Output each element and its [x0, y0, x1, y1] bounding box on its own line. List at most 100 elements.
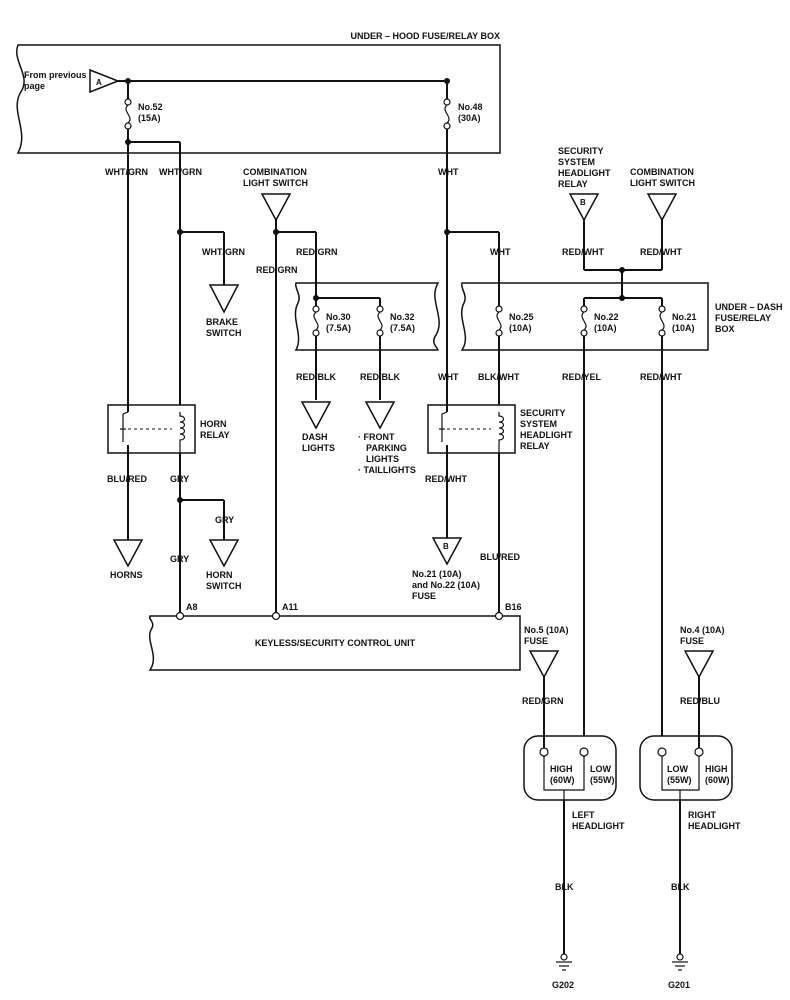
no5-fuse-icon — [528, 650, 560, 679]
control-unit-label: KEYLESS/SECURITY CONTROL UNIT — [255, 638, 416, 648]
horns-label: HORNS — [110, 570, 143, 580]
underdash-fuse-box: UNDER – DASH FUSE/RELAY BOX — [460, 282, 783, 351]
wire-red-blk-dash: RED/BLK — [296, 372, 336, 382]
connector-a-label: A — [96, 78, 102, 87]
wire-red-blk-parking: RED/BLK — [360, 372, 400, 382]
fuse-52-rating: (15A) — [138, 113, 161, 123]
fuse-note-b-label-3: FUSE — [412, 591, 436, 601]
wire-gry-3: GRY — [170, 554, 189, 564]
no4-fuse-icon — [683, 650, 715, 679]
from-previous-label-2: page — [24, 81, 45, 91]
security-relay-top-label: SECURITY — [558, 146, 604, 156]
wire-wht-grn-1: WHT/GRN — [105, 167, 148, 177]
wire-red-wht-switch: RED/WHT — [640, 247, 682, 257]
horn-relay-label: HORN — [200, 419, 227, 429]
wire-red-wht-relay: RED/WHT — [562, 247, 604, 257]
fuse-22-rating: (10A) — [594, 323, 617, 333]
pin-b16: B16 — [505, 602, 522, 612]
ground-g201-label: G201 — [668, 980, 690, 990]
combo-switch-icon — [260, 193, 292, 222]
security-relay-top-label-3: HEADLIGHT — [558, 168, 611, 178]
security-headlight-relay: SECURITY SYSTEM HEADLIGHT RELAY — [427, 404, 573, 454]
wire-red-grn-fuses: RED/GRN — [296, 247, 338, 257]
horn-relay-label-2: RELAY — [200, 430, 230, 440]
wire-red-grn-headlight: RED/GRN — [522, 696, 564, 706]
left-headlight-label-2: HEADLIGHT — [572, 821, 625, 831]
security-relay-mid-label-4: RELAY — [520, 441, 550, 451]
front-parking-icon — [364, 401, 396, 430]
wire-wht-48: WHT — [438, 167, 459, 177]
brake-switch-icon — [208, 284, 240, 314]
security-relay-mid-label-2: SYSTEM — [520, 419, 557, 429]
wire-blu-red-horn: BLU/RED — [107, 474, 147, 484]
horn-switch-label: HORN — [206, 570, 233, 580]
pin-a11: A11 — [282, 602, 298, 612]
combo-switch-right-label: COMBINATION — [630, 167, 694, 177]
dash-lights-label: DASH — [302, 432, 328, 442]
combo-switch-label-2: LIGHT SWITCH — [243, 178, 308, 188]
security-relay-top-label-4: RELAY — [558, 179, 588, 189]
right-high-rating: (60W) — [705, 775, 730, 785]
fuse-32-rating: (7.5A) — [390, 323, 415, 333]
underdash-box-label-3: BOX — [715, 324, 735, 334]
wire-red-yel: RED/YEL — [562, 372, 602, 382]
brake-switch-label-2: SWITCH — [206, 328, 242, 338]
security-relay-mid-label: SECURITY — [520, 408, 566, 418]
front-parking-label-3: LIGHTS — [366, 454, 399, 464]
connector-b-top-label: B — [580, 198, 586, 207]
connector-b-bottom-label: B — [443, 542, 449, 551]
horn-switch-icon — [208, 539, 240, 568]
left-high-rating: (60W) — [550, 775, 575, 785]
fuse-30-rating: (7.5A) — [326, 323, 351, 333]
horns-icon — [112, 539, 144, 568]
wire-blu-red-b16: BLU/RED — [480, 552, 520, 562]
front-parking-label-4: · TAILLIGHTS — [358, 465, 416, 475]
wire-gry-2: GRY — [215, 515, 234, 525]
ground-g201-icon — [672, 953, 688, 971]
underhood-box-label: UNDER – HOOD FUSE/RELAY BOX — [350, 31, 500, 41]
ground-g202-icon — [556, 953, 572, 971]
fuse-32-label: No.32 — [390, 312, 415, 322]
fuse-25-rating: (10A) — [509, 323, 532, 333]
fuse-25-label: No.25 — [509, 312, 534, 322]
wire-blk-wht: BLK/WHT — [478, 372, 520, 382]
wire-wht-relay: WHT — [438, 372, 459, 382]
left-low-rating: (55W) — [590, 775, 615, 785]
underdash-box-label: UNDER – DASH — [715, 302, 783, 312]
from-previous-label: From previous — [24, 70, 87, 80]
right-headlight-label: RIGHT — [688, 810, 717, 820]
connector-b-top-icon — [568, 193, 600, 222]
wire-gry-1: GRY — [170, 474, 189, 484]
fuse-21-rating: (10A) — [672, 323, 695, 333]
wire-wht-grn-2: WHT/GRN — [159, 167, 202, 177]
brake-switch-label: BRAKE — [206, 317, 238, 327]
wire-red-wht-right: RED/WHT — [640, 372, 682, 382]
front-parking-label: · FRONT — [358, 432, 395, 442]
ground-g202-label: G202 — [552, 980, 574, 990]
fuse-30-label: No.30 — [326, 312, 351, 322]
underdash-box-label-2: FUSE/RELAY — [715, 313, 771, 323]
security-relay-mid-label-3: HEADLIGHT — [520, 430, 573, 440]
no5-fuse-label-2: FUSE — [524, 636, 548, 646]
wire-red-blu: RED/BLU — [680, 696, 720, 706]
combo-switch-right-label-2: LIGHT SWITCH — [630, 178, 695, 188]
no5-fuse-label: No.5 (10A) — [524, 625, 569, 635]
combo-switch-right-icon — [646, 193, 678, 222]
no4-fuse-label-2: FUSE — [680, 636, 704, 646]
wire-blk-left: BLK — [555, 882, 574, 892]
left-low-label: LOW — [590, 764, 611, 774]
wire-blk-right: BLK — [671, 882, 690, 892]
connector-a-icon — [89, 68, 121, 94]
combo-switch-label: COMBINATION — [243, 167, 307, 177]
fuse-48-label: No.48 — [458, 102, 483, 112]
left-headlight-label: LEFT — [572, 810, 595, 820]
fuse-note-b-label-2: and No.22 (10A) — [412, 580, 480, 590]
keyless-security-control-unit: KEYLESS/SECURITY CONTROL UNIT — [148, 615, 521, 671]
pin-a8: A8 — [186, 602, 198, 612]
underhood-fuse-box: UNDER – HOOD FUSE/RELAY BOX — [16, 31, 501, 154]
wire-wht-25: WHT — [490, 247, 511, 257]
horn-switch-label-2: SWITCH — [206, 581, 242, 591]
left-high-label: HIGH — [550, 764, 573, 774]
security-relay-top-label-2: SYSTEM — [558, 157, 595, 167]
